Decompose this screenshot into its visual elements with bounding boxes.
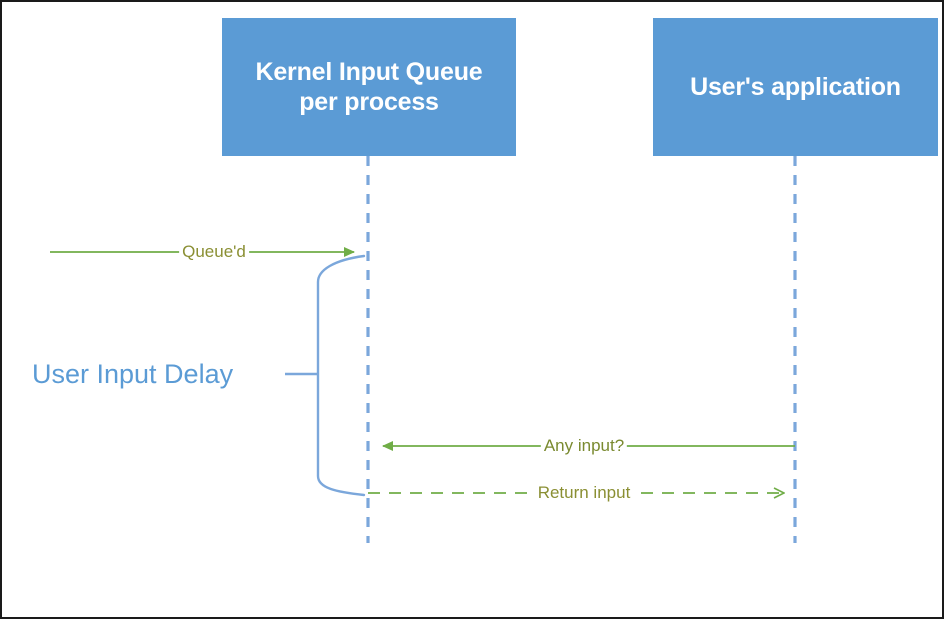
message-label-return-input: Return input — [534, 483, 634, 503]
actor-box-kernel-input-queue[interactable]: Kernel Input Queue per process — [222, 18, 516, 156]
actor-label-users-application: User's application — [690, 72, 901, 101]
message-label-any-input: Any input? — [540, 436, 628, 456]
message-label-queued: Queue'd — [179, 242, 249, 262]
delay-brace — [316, 254, 366, 497]
annotation-label-user-input-delay: User Input Delay — [32, 359, 234, 389]
actor-box-users-application[interactable]: User's application — [653, 18, 938, 156]
actor-label-kernel-input-queue: Kernel Input Queue per process — [255, 57, 483, 117]
